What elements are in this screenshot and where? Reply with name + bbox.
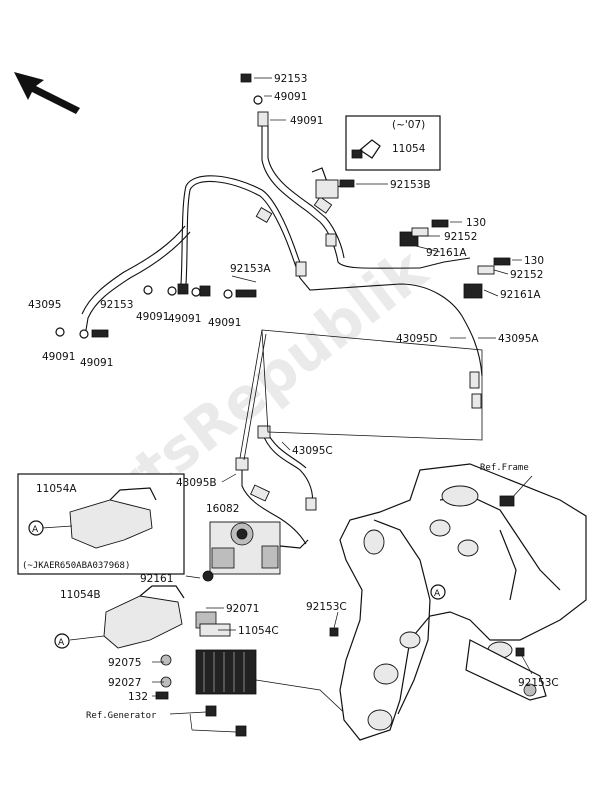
inset-top-date: (~'07) <box>392 119 425 131</box>
inset-left-note: (~JKAER650ABA037968) <box>22 561 130 571</box>
label-49091-a: 49091 <box>274 91 307 103</box>
label-92153-top: 92153 <box>274 73 307 85</box>
label-130-b: 130 <box>524 255 544 267</box>
label-49091-d: 49091 <box>168 313 201 325</box>
label-43095D: 43095D <box>396 333 438 345</box>
inset-left-part: 11054A <box>36 483 77 495</box>
label-92153C-b: 92153C <box>518 677 559 689</box>
brake-hose-to-abs <box>235 425 317 545</box>
inset-top-part: 11054 <box>392 143 426 155</box>
label-92075: 92075 <box>108 657 141 669</box>
label-92152-b: 92152 <box>510 269 543 281</box>
label-92027: 92027 <box>108 677 141 689</box>
circle-ref-a-3: A <box>434 589 441 599</box>
label-43095C: 43095C <box>292 445 333 457</box>
label-49091-e: 49091 <box>208 317 241 329</box>
bracket-11054B: A <box>54 585 185 649</box>
inset-11054A: A 11054A (~JKAER650ABA037968) <box>17 473 185 575</box>
label-92161A-b: 92161A <box>500 289 541 301</box>
label-130-a: 130 <box>466 217 486 229</box>
label-ref-frame: Ref.Frame <box>480 463 529 473</box>
label-11054B: 11054B <box>60 589 101 601</box>
label-92152-a: 92152 <box>444 231 477 243</box>
label-49091-b: 49091 <box>290 115 323 127</box>
circle-ref-a-2: A <box>58 638 65 648</box>
brake-hose-upper <box>240 73 471 269</box>
motorcycle-frame: A <box>329 463 587 741</box>
label-92153C-a: 92153C <box>306 601 347 613</box>
label-16082: 16082 <box>206 503 239 515</box>
label-43095A: 43095A <box>498 333 539 345</box>
abs-hydraulic-unit <box>202 521 309 582</box>
label-92153B: 92153B <box>390 179 431 191</box>
label-92071: 92071 <box>226 603 259 615</box>
fasteners-left <box>55 283 257 339</box>
label-92153-mid: 92153 <box>100 299 133 311</box>
label-92161A-a: 92161A <box>426 247 467 259</box>
label-132: 132 <box>128 691 148 703</box>
inset-11054: (~'07) 11054 <box>345 115 441 171</box>
hose-routing-outline <box>261 329 483 441</box>
label-43095: 43095 <box>28 299 61 311</box>
leader-lines <box>152 77 533 733</box>
part-labels: 92153 49091 49091 92153B 130 92152 92161… <box>28 73 559 721</box>
front-direction-arrow-icon <box>14 72 80 114</box>
label-92161: 92161 <box>140 573 173 585</box>
brake-hose-left-loop <box>81 175 483 409</box>
generator-regulator <box>155 611 353 737</box>
label-49091-c: 49091 <box>136 311 169 323</box>
caliper-fittings-right <box>311 167 511 299</box>
label-11054C: 11054C <box>238 625 279 637</box>
label-ref-generator: Ref.Generator <box>86 711 157 721</box>
label-43095B: 43095B <box>176 477 217 489</box>
label-49091-f: 49091 <box>42 351 75 363</box>
label-49091-g: 49091 <box>80 357 113 369</box>
inset-left-ref: A <box>32 525 39 535</box>
label-92153A: 92153A <box>230 263 271 275</box>
